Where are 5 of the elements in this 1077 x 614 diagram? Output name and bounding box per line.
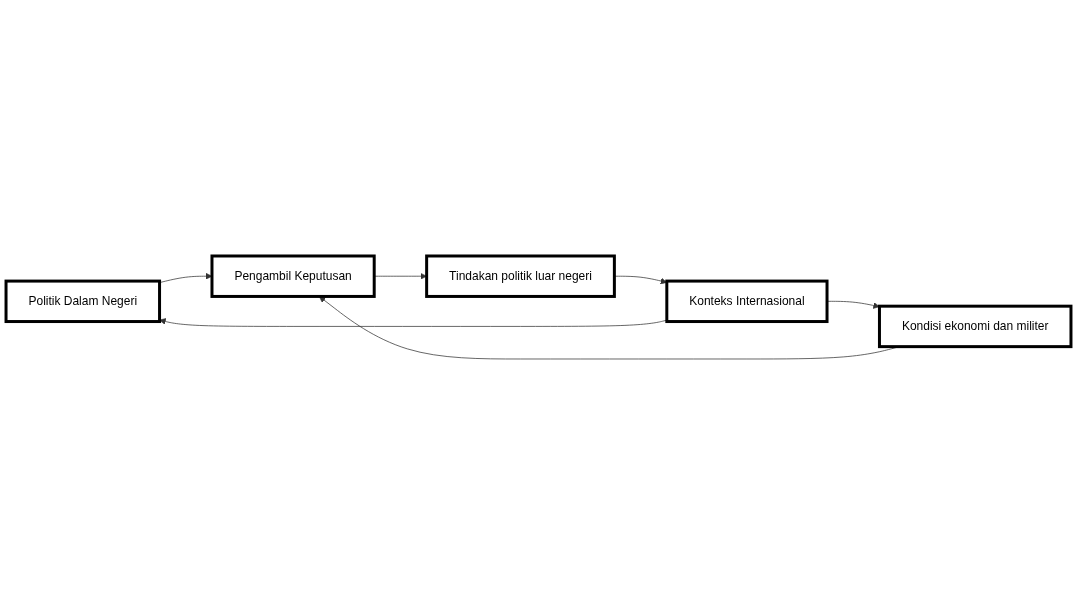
node-box: Kondisi ekonomi dan militer: [877, 304, 1073, 348]
node-box: Politik Dalam Negeri: [4, 279, 162, 323]
node-box: Konteks Internasional: [665, 279, 829, 323]
node-box: Pengambil Keputusan: [210, 254, 376, 298]
node-box: Tindakan politik luar negeri: [425, 254, 616, 298]
